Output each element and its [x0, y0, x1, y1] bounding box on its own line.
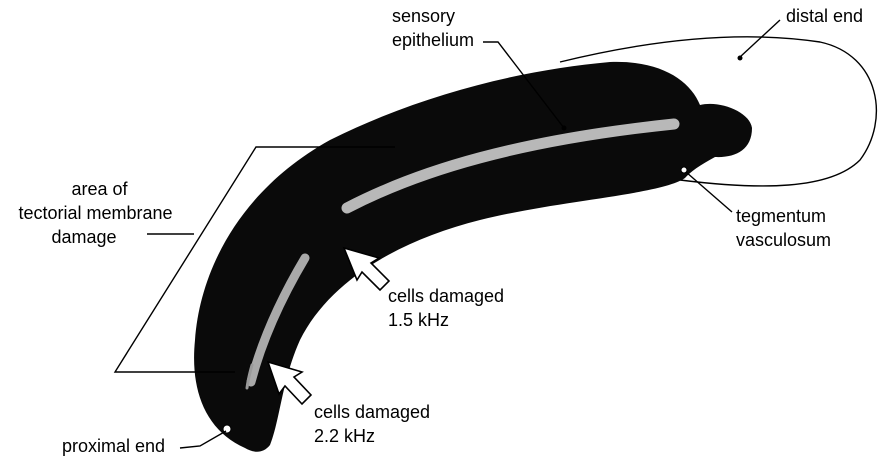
proximal-end-leader: [180, 431, 226, 448]
sensory-epithelium-line-2: epithelium: [392, 30, 474, 50]
sensory-epithelium-label: sensory epithelium: [392, 6, 474, 50]
tectorial-membrane-line-2: tectorial membrane: [18, 203, 172, 223]
cells-damaged-1-5khz-label: cells damaged 1.5 kHz: [388, 286, 509, 330]
tegmentum-vasculosum-label: tegmentum vasculosum: [736, 206, 831, 250]
cells-damaged-2-2-line-1: cells damaged: [314, 402, 430, 422]
cells-damaged-1-5-line-2: 1.5 kHz: [388, 310, 449, 330]
sensory-epithelium-line-1: sensory: [392, 6, 455, 26]
cells-damaged-2-2-line-2: 2.2 kHz: [314, 426, 375, 446]
proximal-end-label: proximal end: [62, 436, 165, 456]
tegmentum-leader: [686, 172, 732, 212]
tectorial-membrane-line-1: area of: [71, 179, 128, 199]
distal-end-point: [738, 56, 743, 61]
tegmentum-line-2: vasculosum: [736, 230, 831, 250]
cells-damaged-1-5-line-1: cells damaged: [388, 286, 504, 306]
distal-end-label: distal end: [786, 6, 863, 26]
distal-end-leader: [740, 20, 780, 57]
tectorial-membrane-line-3: damage: [51, 227, 116, 247]
cells-damaged-2-2khz-label: cells damaged 2.2 kHz: [314, 402, 435, 446]
tectorial-membrane-label: area of tectorial membrane damage: [18, 179, 177, 247]
sensory-epithelium-point: [562, 126, 567, 131]
tegmentum-line-1: tegmentum: [736, 206, 826, 226]
